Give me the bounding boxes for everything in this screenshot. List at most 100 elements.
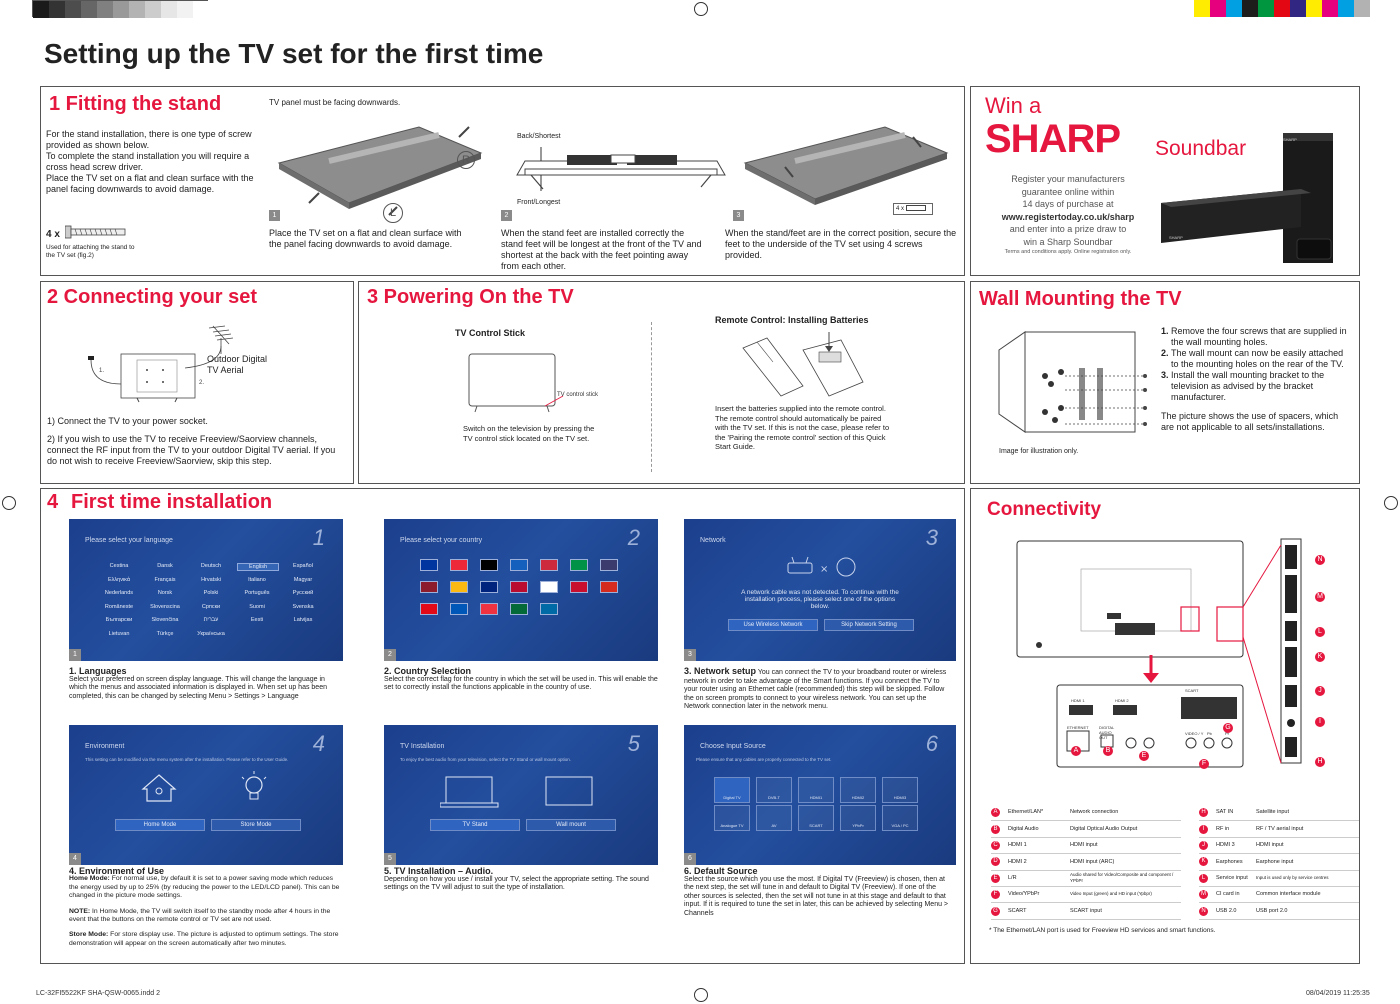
promo-win-a: Win a <box>985 93 1042 118</box>
wall-mount-icon <box>545 776 593 806</box>
store-mode-button[interactable]: Store Mode <box>211 819 301 831</box>
country-flag-icon[interactable] <box>510 603 528 615</box>
country-flag-icon[interactable] <box>420 603 438 615</box>
source-option[interactable]: VGA / PC <box>882 805 918 831</box>
language-option[interactable]: עברית <box>203 617 219 623</box>
country-flag-icon[interactable] <box>480 603 498 615</box>
country-flag-icon[interactable] <box>480 581 498 593</box>
promo-line4: and enter into a prize draw to <box>1009 224 1127 234</box>
language-option[interactable]: Eesti <box>250 617 264 623</box>
wall-mount-button[interactable]: Wall mount <box>526 819 616 831</box>
language-option[interactable]: Português <box>244 590 270 596</box>
wall-step-1-num: 1. <box>1161 326 1169 336</box>
source-label: SCART <box>809 823 823 828</box>
label-hdmi1: HDMI 1 <box>1071 698 1085 703</box>
language-option[interactable]: Deutsch <box>200 563 222 569</box>
source-option[interactable]: Digital TV <box>714 777 750 803</box>
language-option[interactable]: Româneste <box>104 603 134 610</box>
language-option[interactable]: Українська <box>197 630 225 637</box>
country-flag-icon[interactable] <box>450 581 468 593</box>
screen-3-text: You can connect the TV to your broadband… <box>684 669 947 710</box>
language-option[interactable]: Français <box>154 576 176 583</box>
stand-step-2-text: When the stand feet are installed correc… <box>501 228 702 271</box>
promo-panel: Win a SHARP Soundbar Register your manuf… <box>970 86 1360 276</box>
wall-step-1-text: Remove the four screws that are supplied… <box>1171 326 1347 347</box>
language-option[interactable]: Русский <box>292 590 314 596</box>
country-flag-icon[interactable] <box>480 559 498 571</box>
source-option[interactable]: HDMI3 <box>882 777 918 803</box>
label-ethernet: ETHERNET <box>1067 725 1089 730</box>
use-wireless-button[interactable]: Use Wireless Network <box>728 619 818 631</box>
source-option[interactable]: HDMI1 <box>798 777 834 803</box>
country-flag-icon[interactable] <box>540 603 558 615</box>
source-option[interactable]: YPbPr <box>840 805 876 831</box>
country-flag-icon[interactable] <box>600 559 618 571</box>
country-flag-grid <box>420 559 630 639</box>
country-flag-icon[interactable] <box>540 581 558 593</box>
wall-spacers: The picture shows the use of spacers, wh… <box>1161 411 1339 432</box>
home-mode-button[interactable]: Home Mode <box>115 819 205 831</box>
language-option[interactable]: Slovenčina <box>151 617 179 623</box>
home-mode-text: For normal use, by default it is set to … <box>69 875 340 900</box>
remote-text: Insert the batteries supplied into the r… <box>715 404 890 451</box>
mark-2: 2. <box>199 380 205 386</box>
wall-step-3-num: 3. <box>1161 370 1169 380</box>
language-option[interactable]: Norsk <box>157 590 173 596</box>
country-flag-icon[interactable] <box>540 559 558 571</box>
tv-stick-illustration <box>468 353 564 413</box>
tv-rear-diagram <box>1016 538 1302 768</box>
language-option[interactable]: Nederlands <box>104 590 134 596</box>
language-option[interactable]: Svenska <box>292 603 314 610</box>
country-flag-icon[interactable] <box>420 559 438 571</box>
language-option[interactable]: English <box>237 563 279 571</box>
country-flag-icon[interactable] <box>570 559 588 571</box>
language-option[interactable]: Български <box>105 617 133 623</box>
language-option[interactable]: Español <box>293 563 313 569</box>
country-flag-icon[interactable] <box>600 581 618 593</box>
wall-title: Wall Mounting the TV <box>979 288 1182 310</box>
language-option[interactable]: Српски <box>201 603 221 610</box>
network-router-icon: × <box>787 556 856 577</box>
note-label: NOTE: <box>69 907 91 915</box>
country-flag-icon[interactable] <box>570 581 588 593</box>
language-option[interactable]: Italiano <box>248 576 266 583</box>
source-option[interactable]: AV <box>756 805 792 831</box>
language-option[interactable]: Ελληνικά <box>107 576 131 583</box>
source-option[interactable]: SCART <box>798 805 834 831</box>
language-option[interactable]: Cestina <box>109 563 129 569</box>
language-option[interactable]: Dansk <box>157 563 173 569</box>
language-option[interactable]: Latvijas <box>293 617 313 623</box>
language-option[interactable]: Slovenscina <box>150 603 180 610</box>
powering-panel: 3 Powering On the TV TV Control Stick TV… <box>358 281 965 484</box>
connector-desc: HDMI input <box>1070 842 1098 849</box>
connector-name: Ethernet/LAN* <box>1008 809 1044 816</box>
stand-step-1-num: 1 <box>269 210 280 221</box>
language-option[interactable]: Türkçe <box>156 630 174 637</box>
country-flag-icon[interactable] <box>450 559 468 571</box>
language-option[interactable]: Magyar <box>293 576 313 583</box>
wall-panel: Wall Mounting the TV Image for illustrat… <box>970 281 1360 484</box>
source-option[interactable]: HDMI2 <box>840 777 876 803</box>
language-option[interactable]: Hrvatski <box>201 576 221 583</box>
promo-box: Register your manufacturers guarantee on… <box>991 173 1145 257</box>
language-option[interactable]: Lietuvan <box>108 630 130 637</box>
screen-1-title: Please select your language <box>85 537 173 544</box>
source-option[interactable]: DVB-T <box>756 777 792 803</box>
tv-stand-button[interactable]: TV Stand <box>430 819 520 831</box>
connecting-p2: 2) If you wish to use the TV to receive … <box>47 434 336 466</box>
language-option[interactable]: Suomi <box>249 603 265 610</box>
country-flag-icon[interactable] <box>420 581 438 593</box>
country-flag-icon[interactable] <box>450 603 468 615</box>
stick-label: TV control stick <box>557 392 599 398</box>
wall-step-2-num: 2. <box>1161 348 1169 358</box>
country-flag-icon[interactable] <box>510 581 528 593</box>
language-option[interactable]: Polski <box>203 590 219 596</box>
promo-line3: 14 days of purchase at <box>1022 199 1114 209</box>
source-option[interactable]: Analogue TV <box>714 805 750 831</box>
skip-network-button[interactable]: Skip Network Setting <box>824 619 914 631</box>
promo-url[interactable]: www.registertoday.co.uk/sharp <box>1001 211 1135 222</box>
country-flag-icon[interactable] <box>510 559 528 571</box>
